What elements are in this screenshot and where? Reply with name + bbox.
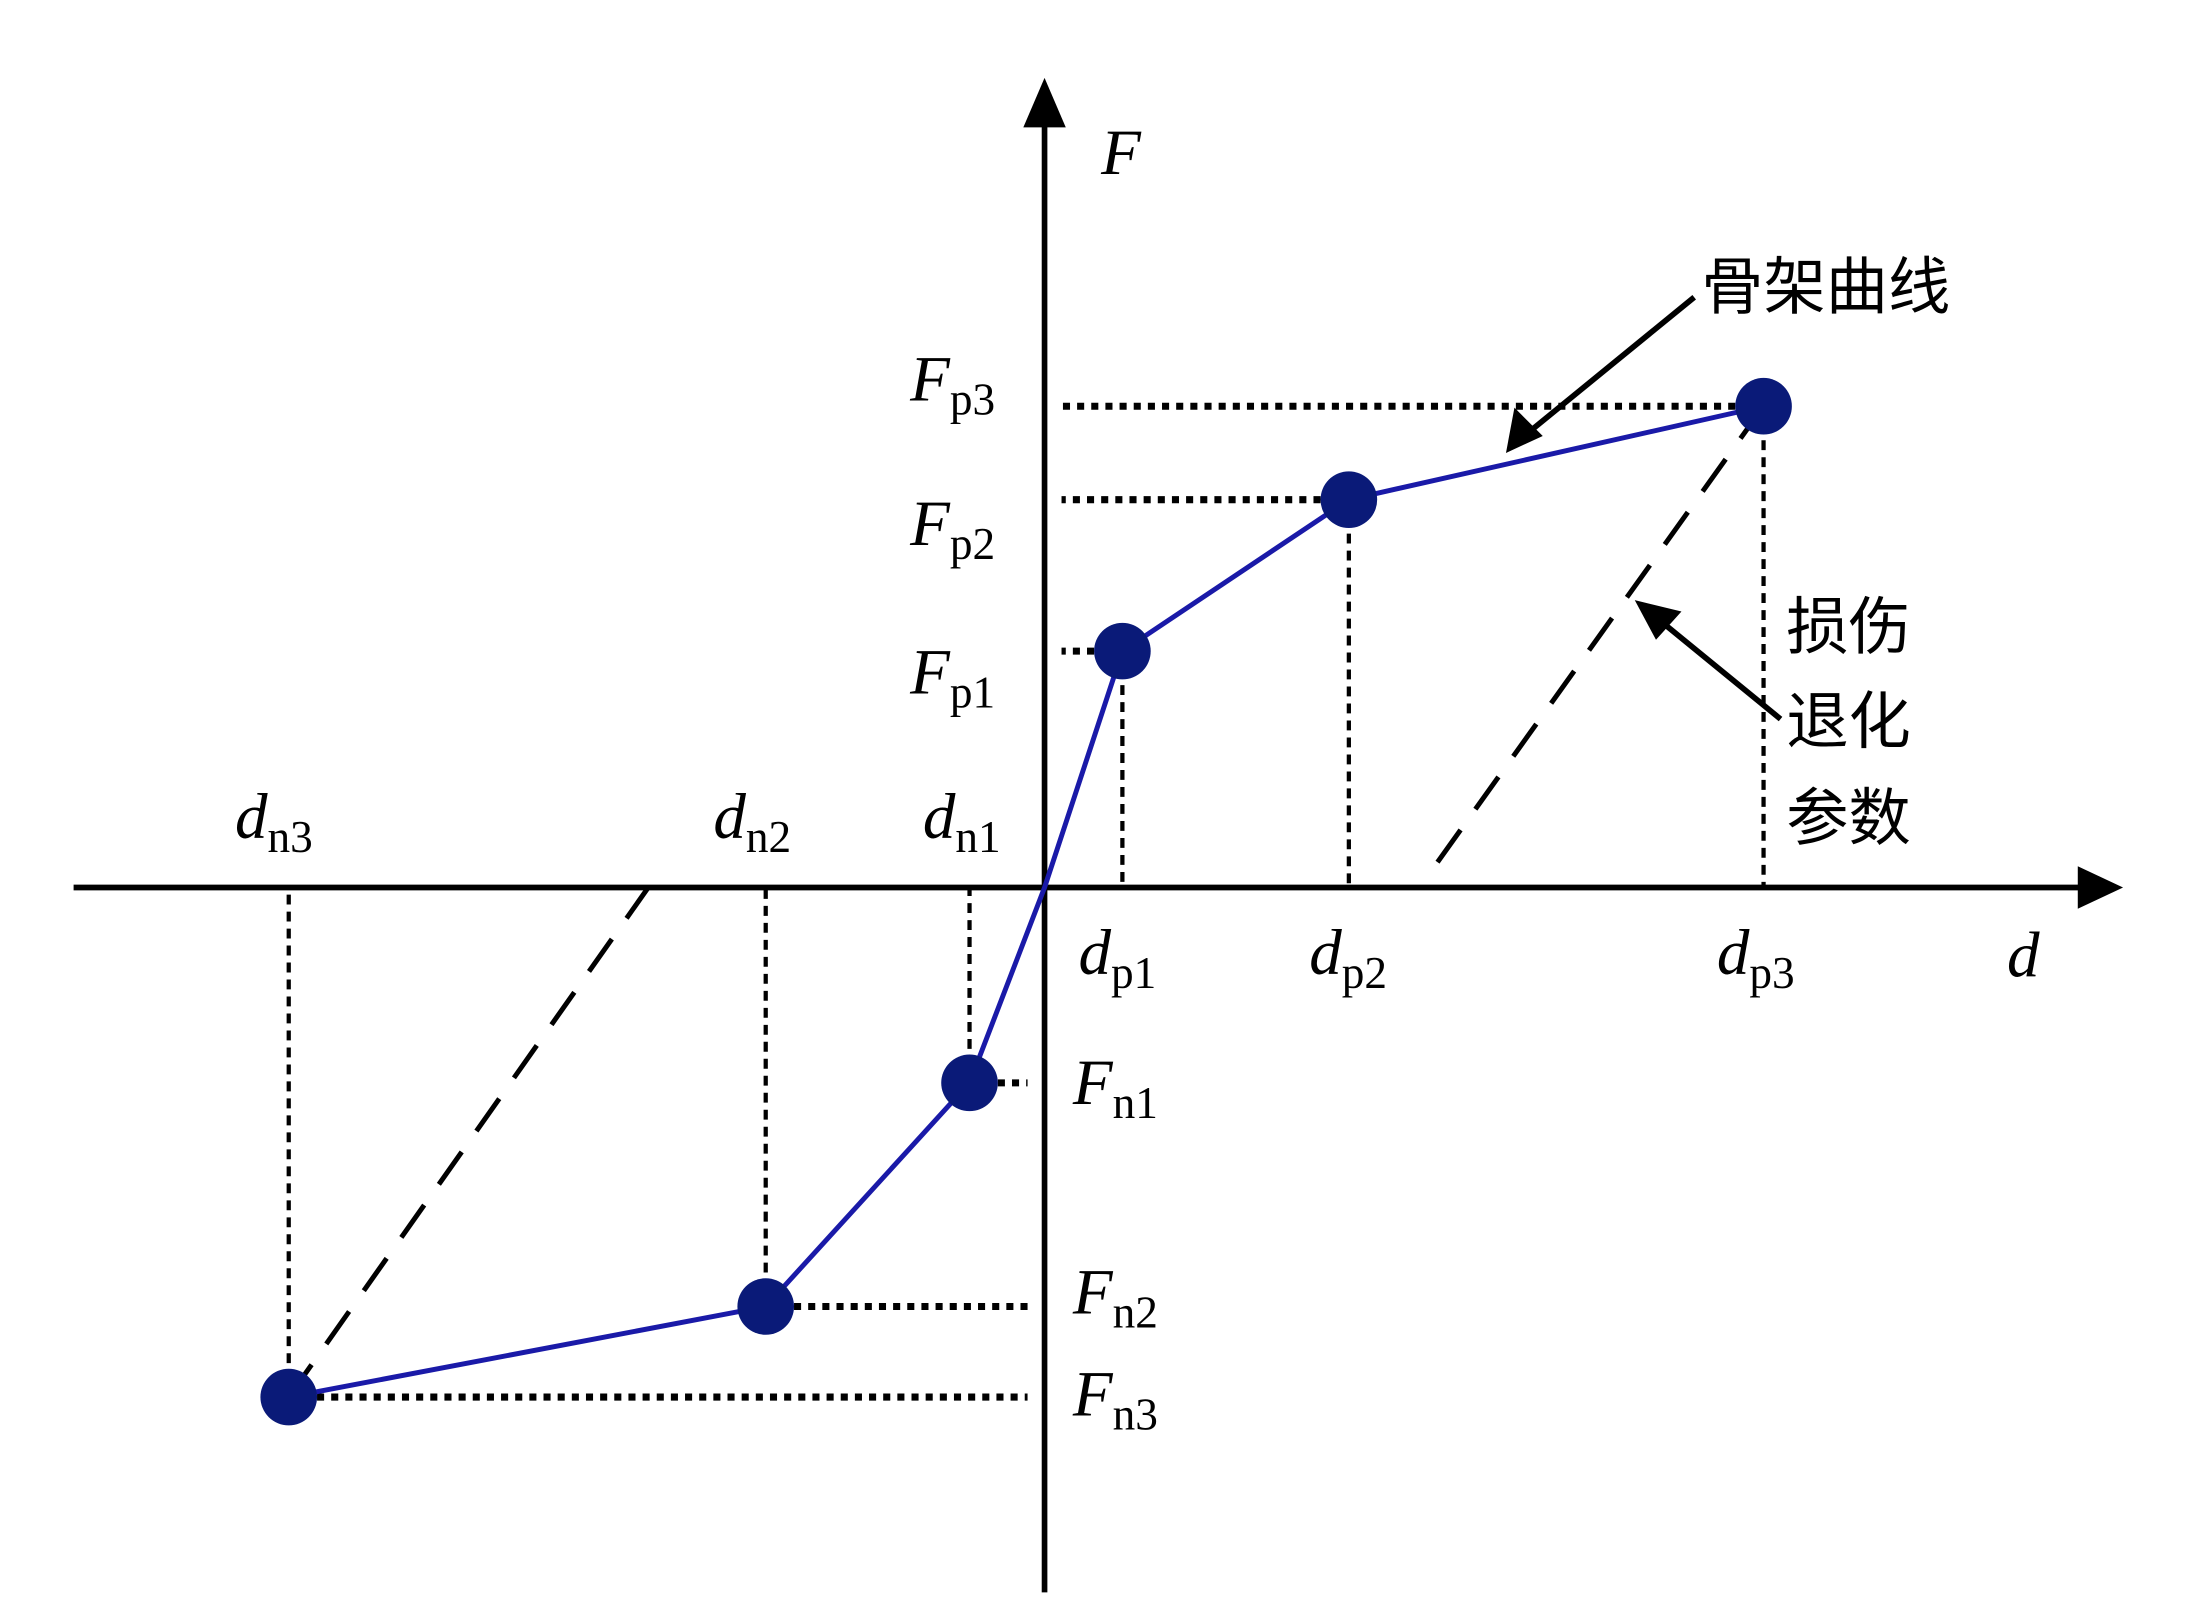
point-dp1 [1094, 622, 1151, 680]
skeleton-curve-annotation: 骨架曲线 [1701, 251, 1950, 324]
d-axis-arrow-icon [2077, 866, 2124, 909]
label-Fp3: Fp3 [909, 344, 995, 425]
point-dn1 [941, 1054, 998, 1112]
skeleton-pointer-arrow [1515, 295, 1696, 444]
label-dp2: dp2 [1309, 917, 1387, 998]
label-dn3: dn3 [235, 781, 313, 862]
damage-pointer-arrow [1647, 609, 1783, 722]
damage-annotation-line2: 退化 [1786, 685, 1911, 758]
label-Fn3: Fn3 [1072, 1358, 1158, 1439]
label-Fn1: Fn1 [1072, 1047, 1158, 1128]
skeleton-curve [260, 377, 1792, 1426]
F-axis-label: F [1100, 117, 1142, 189]
point-dn2 [737, 1278, 795, 1335]
point-dp2 [1320, 471, 1378, 528]
point-dn3 [260, 1368, 318, 1426]
damage-annotation-line1: 损伤 [1786, 590, 1911, 663]
label-Fp1: Fp1 [909, 637, 995, 718]
damage-unloading-line-1 [286, 886, 651, 1399]
label-dn2: dn2 [713, 781, 791, 862]
damage-annotation-line3: 参数 [1786, 781, 1911, 854]
F-axis-arrow-icon [1023, 77, 1066, 128]
label-dp1: dp1 [1079, 917, 1157, 998]
point-dp3 [1735, 377, 1792, 435]
label-dp3: dp3 [1717, 917, 1795, 998]
damage-unloading-line-0 [1434, 404, 1766, 865]
label-Fp2: Fp2 [909, 488, 995, 569]
d-axis-label: d [2007, 920, 2040, 992]
arrow-head-icon [1634, 600, 1682, 640]
arrow-head-icon [1505, 407, 1543, 453]
guide-lines [286, 402, 1766, 1401]
label-Fn2: Fn2 [1072, 1257, 1158, 1338]
label-dn1: dn1 [923, 781, 1001, 862]
skeleton-curve-line [288, 403, 1765, 1400]
